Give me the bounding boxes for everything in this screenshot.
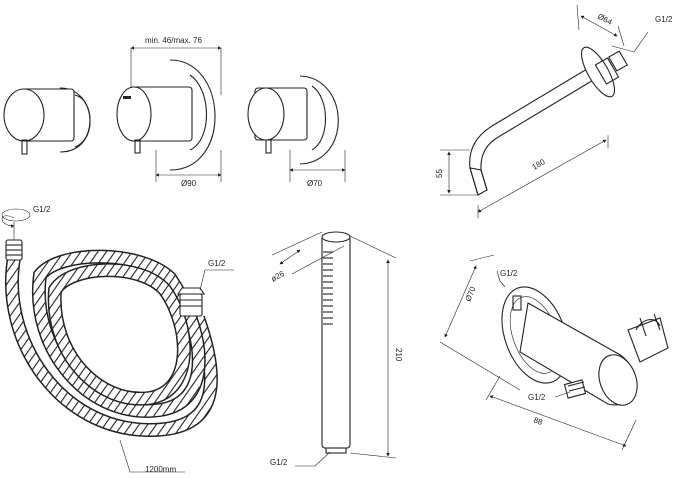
spout-height-label: 55 bbox=[435, 169, 444, 178]
outlet-top-thread-label: G1/2 bbox=[500, 269, 518, 278]
wall-outlet-holder: G1/2 Ø70 G1/2 88 bbox=[439, 254, 669, 451]
hand-shower-length-label: 210 bbox=[394, 348, 403, 362]
spout-thread-label: G1/2 bbox=[655, 15, 673, 24]
shower-hose: G1/2 G1/2 1200mm bbox=[1, 205, 234, 474]
hose-thread-right-label: G1/2 bbox=[208, 259, 226, 268]
mixer-valve: min. 46/max. 76 Ø90 bbox=[116, 36, 222, 188]
outlet-depth-label: 88 bbox=[532, 415, 544, 427]
hose-length-label: 1200mm bbox=[145, 465, 176, 474]
spout-length-label: 180 bbox=[531, 157, 548, 172]
hand-shower-diameter-label: ø26 bbox=[270, 269, 287, 284]
mixer-plate-diameter-label: Ø90 bbox=[181, 179, 197, 188]
outlet-plate-diameter-label: Ø70 bbox=[464, 285, 478, 303]
stop-valve: Ø70 bbox=[247, 75, 346, 188]
outlet-bottom-thread-label: G1/2 bbox=[528, 393, 546, 402]
spout-plate-diameter-label: Ø64 bbox=[596, 12, 614, 27]
hand-shower-thread-label: G1/2 bbox=[270, 458, 288, 467]
stop-valve-diameter-label: Ø70 bbox=[307, 179, 323, 188]
mixer-width-label: min. 46/max. 76 bbox=[145, 36, 202, 45]
spray-nozzles bbox=[323, 251, 333, 325]
hose-thread-left-label: G1/2 bbox=[33, 205, 51, 214]
single-knob-valve bbox=[3, 87, 91, 155]
hand-shower: ø26 210 G1/2 bbox=[270, 231, 403, 467]
wall-spout: G1/2 Ø64 180 55 bbox=[435, 4, 673, 218]
